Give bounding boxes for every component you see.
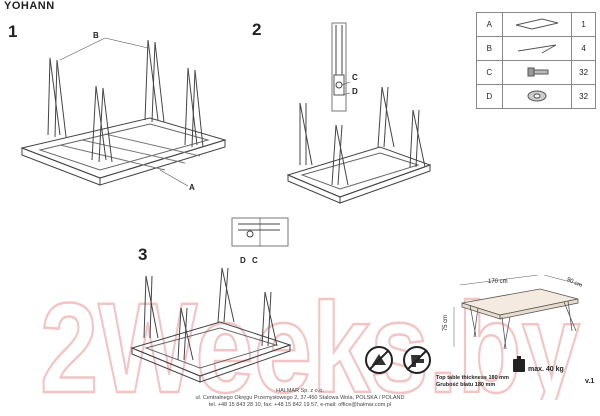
version-label: v.1	[585, 378, 595, 385]
no-drill-icon	[403, 346, 431, 374]
parts-row: D 32	[476, 84, 596, 109]
step3-label-d: D	[240, 256, 246, 265]
max-load: max. 40 kg	[528, 366, 564, 373]
step-number-3: 3	[138, 245, 148, 264]
step3-drawing	[130, 217, 292, 383]
dimension-length: 170 cm	[488, 279, 508, 285]
part-qty: 32	[571, 84, 596, 109]
parts-row: A 1	[476, 12, 596, 37]
part-letter: A	[476, 12, 503, 37]
leg-icon	[501, 36, 573, 61]
tool-warning-icon	[365, 346, 393, 374]
step2-label-c: C	[352, 73, 358, 82]
footer-contact: tel. +48 15 843 28 10, fax: +48 15 842 1…	[208, 402, 392, 408]
step1-drawing	[20, 37, 227, 187]
step-number-1: 1	[8, 22, 18, 41]
parts-row: B 4	[476, 36, 596, 61]
part-qty: 4	[571, 36, 596, 61]
step1-label-b: B	[93, 31, 99, 40]
parts-table: A 1 B 4 C 32 D 32	[476, 12, 596, 109]
footer-address: ul. Centralnego Okręgu Przemysłowego 2, …	[195, 395, 405, 401]
document-title: YOHANN	[4, 0, 55, 12]
step1-label-a: A	[189, 183, 195, 192]
part-qty: 1	[571, 12, 596, 37]
thickness-pl: Grubość blatu 180 mm	[436, 382, 496, 388]
step2-label-d: D	[352, 87, 358, 96]
dimension-height: 75 cm	[443, 314, 450, 332]
footer-company: HALMAR Sp. z o.o.	[276, 388, 324, 394]
part-letter: C	[476, 60, 503, 85]
thickness-en: Top table thickness 180 mm	[436, 375, 509, 381]
weight-icon	[513, 356, 525, 372]
dimension-drawing	[453, 275, 583, 350]
step2-drawing	[286, 22, 432, 204]
parts-row: C 32	[476, 60, 596, 85]
step3-label-c: C	[252, 256, 258, 265]
footer: HALMAR Sp. z o.o. ul. Centralnego Okręgu…	[0, 388, 600, 409]
bolt-icon	[501, 60, 573, 85]
part-letter: B	[476, 36, 503, 61]
part-qty: 32	[571, 60, 596, 85]
tabletop-icon	[501, 12, 573, 37]
washer-icon	[501, 84, 573, 109]
step-number-2: 2	[252, 20, 262, 39]
part-letter: D	[476, 84, 503, 109]
